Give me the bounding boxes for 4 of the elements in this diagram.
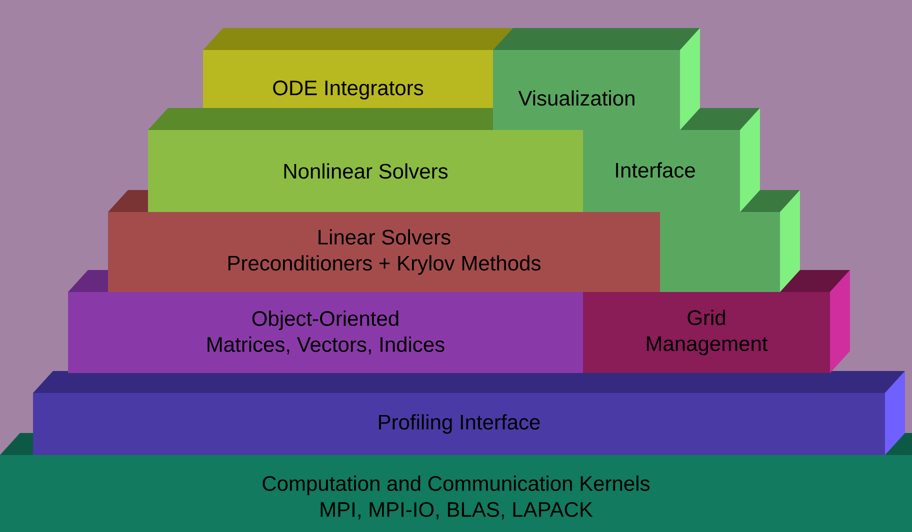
layer-block: Nonlinear Solvers [148,108,603,212]
layer-block: Profiling Interface [33,370,905,455]
layer-block: Linear Solvers Preconditioners + Krylov Methods [108,190,680,292]
layer-block: Computation and Communication Kernels MPI, MPI-IO, BLAS, LAPACK [0,432,912,532]
